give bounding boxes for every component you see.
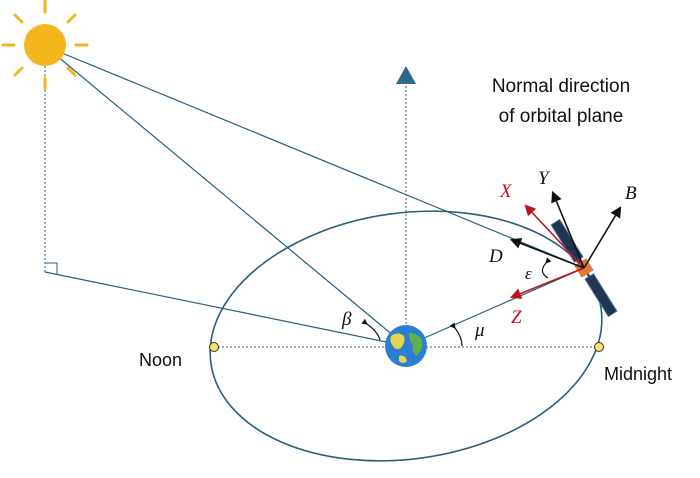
noon-label: Noon [139, 350, 182, 370]
sun-satellite-line [44, 45, 585, 269]
normal-direction-arrowhead [396, 66, 416, 84]
epsilon-arc [541, 257, 552, 279]
x-axis-label: X [499, 181, 513, 202]
beta-label: β [341, 309, 352, 330]
beta-arc [361, 318, 381, 341]
z-axis-arrow [509, 267, 585, 299]
midnight-label: Midnight [604, 364, 672, 384]
epsilon-label: ε [525, 264, 532, 283]
z-axis-label: Z [511, 307, 522, 328]
d-axis-arrow [509, 238, 585, 269]
mu-arc [449, 322, 463, 347]
d-axis-label: D [488, 246, 503, 267]
right-angle-marker [45, 262, 58, 274]
normal-direction-label-line2: of orbital plane [499, 106, 624, 127]
sun-icon [1, 0, 89, 91]
midnight-point [594, 342, 604, 352]
sun-projection-line [44, 271, 407, 347]
normal-direction-label-line1: Normal direction [492, 76, 630, 97]
x-axis-arrow [524, 204, 585, 269]
y-axis-arrow [551, 190, 585, 269]
sun-earth-line [44, 45, 407, 347]
y-axis-label: Y [538, 168, 551, 189]
earth-icon [385, 325, 427, 367]
b-axis-label: B [625, 183, 637, 204]
mu-label: μ [474, 320, 485, 341]
noon-point [209, 342, 219, 352]
b-axis-arrow [583, 206, 622, 269]
earth-satellite-line [405, 267, 585, 347]
orbit-ellipse [209, 210, 603, 462]
